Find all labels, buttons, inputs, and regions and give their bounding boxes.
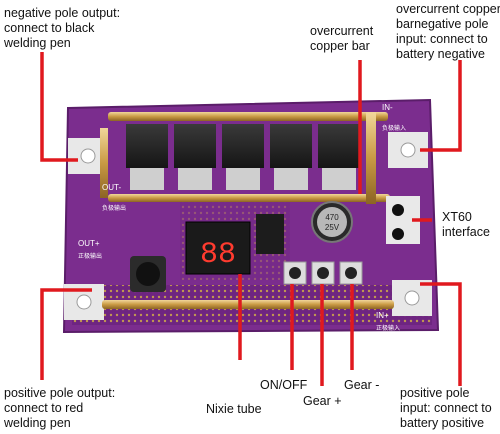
label-gear-minus: Gear - bbox=[344, 378, 380, 392]
display-digits: 88 bbox=[200, 238, 236, 272]
arrow-neg-input bbox=[420, 60, 462, 152]
label-gear-plus: Gear + bbox=[303, 394, 342, 408]
arrow-neg-output bbox=[40, 52, 78, 162]
silk-out-plus: OUT+ bbox=[78, 239, 100, 248]
label-nixie-tube: Nixie tube bbox=[206, 402, 262, 416]
svg-text:470: 470 bbox=[325, 213, 339, 222]
inductor-core bbox=[136, 262, 160, 286]
mosfet bbox=[222, 124, 264, 190]
onoff-button bbox=[283, 261, 307, 285]
svg-text:25V: 25V bbox=[325, 223, 340, 232]
label-negative-pole-input: overcurrent copper barnegative pole inpu… bbox=[396, 2, 500, 61]
silk-out-minus: OUT- bbox=[102, 183, 121, 192]
pad-bottom-right bbox=[392, 280, 432, 316]
silk-in-plus-cn: 正极输入 bbox=[376, 324, 400, 332]
mosfet bbox=[174, 124, 216, 190]
label-positive-pole-input: positive pole input: connect to battery … bbox=[400, 386, 492, 430]
silk-out-minus-cn: 负极输出 bbox=[102, 204, 126, 212]
label-on-off: ON/OFF bbox=[260, 378, 308, 392]
mosfet bbox=[318, 124, 360, 190]
gear-plus-button bbox=[311, 261, 335, 285]
arrow-pos-output bbox=[40, 288, 92, 380]
label-negative-pole-output: negative pole output: connect to black w… bbox=[4, 6, 121, 50]
silk-out-plus-cn: 正极输出 bbox=[78, 252, 102, 260]
pad-top-right bbox=[388, 132, 428, 168]
mosfet-row bbox=[126, 124, 360, 190]
mosfet bbox=[270, 124, 312, 190]
arrow-pos-input bbox=[420, 282, 462, 386]
capacitor: 470 25V bbox=[311, 201, 353, 243]
mosfet bbox=[126, 124, 168, 190]
label-xt60-interface: XT60 interface bbox=[442, 210, 490, 239]
silk-in-minus: IN- bbox=[382, 103, 393, 112]
mcu-chip bbox=[256, 214, 284, 254]
callout-arrows bbox=[40, 52, 462, 386]
nixie-tube-display: 88 bbox=[185, 221, 251, 275]
label-positive-pole-output: positive pole output: connect to red wel… bbox=[4, 386, 116, 430]
silk-in-minus-cn: 负极输入 bbox=[382, 124, 406, 132]
gear-minus-button bbox=[339, 261, 363, 285]
silk-in-plus: IN+ bbox=[376, 311, 389, 320]
label-overcurrent-copper-bar: overcurrent copper bar bbox=[310, 24, 374, 53]
